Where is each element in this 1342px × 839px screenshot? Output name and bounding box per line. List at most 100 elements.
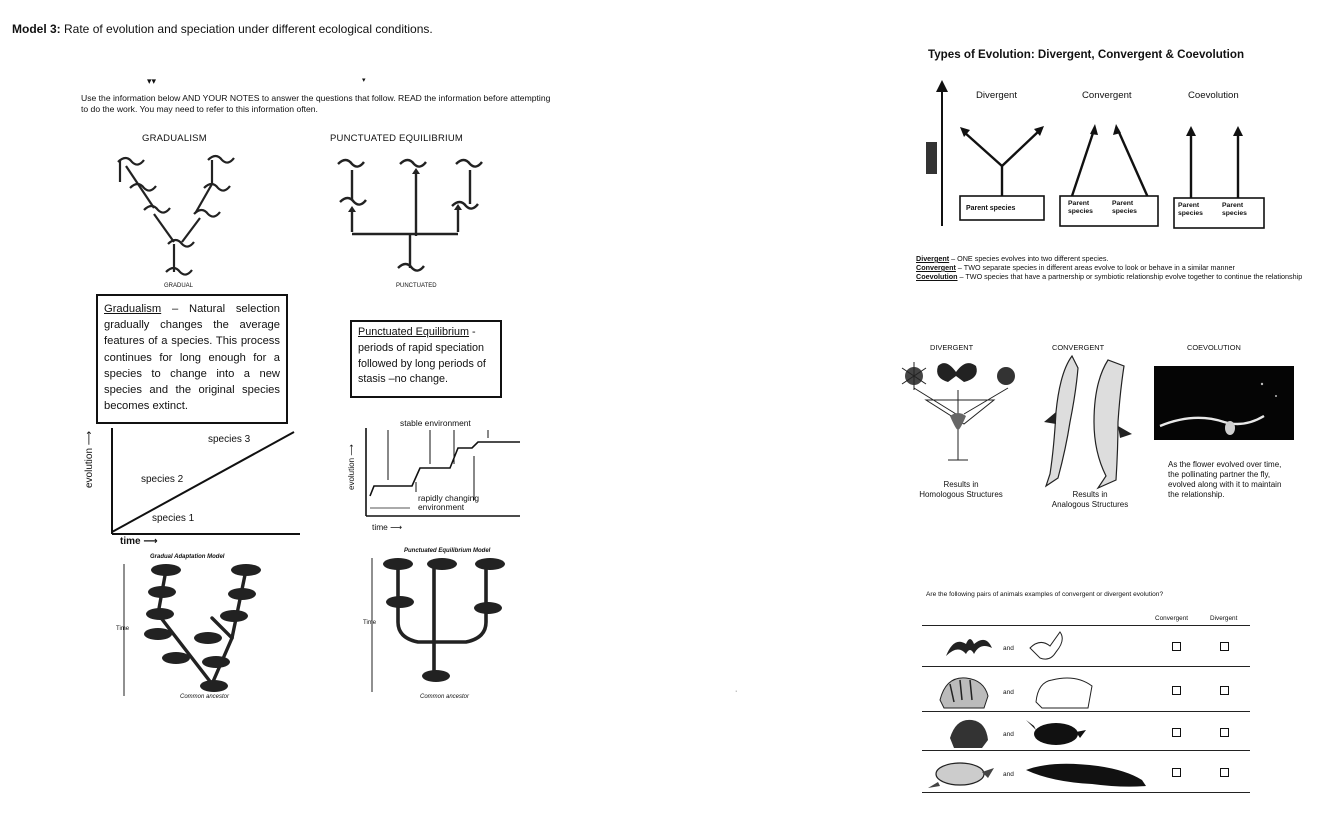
tiger-image bbox=[936, 670, 992, 710]
divergent-parent-species: Parent species bbox=[966, 205, 1015, 212]
pic-divergent-heading: DIVERGENT bbox=[930, 343, 973, 352]
left-graph-xlabel-text: time bbox=[120, 536, 141, 547]
gradual-butterfly-tree bbox=[122, 558, 282, 698]
rapidly-changing-label: rapidly changingenvironment bbox=[418, 494, 479, 512]
divergent-term: Divergent bbox=[916, 254, 949, 263]
punctuated-heading: PUNCTUATED EQUILIBRIUM bbox=[330, 133, 463, 144]
parent-word: Parent bbox=[1222, 202, 1247, 210]
row1-divergent-checkbox[interactable] bbox=[1220, 642, 1229, 651]
bat-image bbox=[944, 630, 994, 662]
punctuated-definition-box: Punctuated Equilibrium - periods of rapi… bbox=[350, 320, 502, 398]
analogous-line2: Analogous Structures bbox=[1040, 500, 1140, 510]
coevolution-caption: As the flower evolved over time, the pol… bbox=[1168, 460, 1294, 500]
turtle-image bbox=[926, 756, 996, 790]
col-divergent-header: Divergent bbox=[1210, 615, 1237, 622]
gradual-common-ancestor: Common ancestor bbox=[180, 694, 229, 700]
col-convergent-header: Convergent bbox=[1155, 615, 1188, 622]
sea-turtle-image bbox=[1024, 718, 1088, 748]
model-prefix: Model 3: bbox=[12, 22, 61, 36]
divergent-definition: Divergent – ONE species evolves into two… bbox=[916, 254, 1316, 263]
model-title: Model 3: Rate of evolution and speciatio… bbox=[12, 22, 433, 36]
gradualism-tree-figure bbox=[108, 148, 278, 286]
gradualism-graph bbox=[100, 428, 300, 540]
gradual-time-label: Time bbox=[116, 626, 129, 632]
stray-mark: ▾▾ bbox=[147, 76, 156, 87]
table-rule bbox=[922, 750, 1250, 751]
table-rule bbox=[922, 792, 1250, 793]
species-word: species bbox=[1178, 210, 1203, 218]
flower-fly-image bbox=[1154, 366, 1294, 440]
convergent-def-text: – TWO separate species in different area… bbox=[956, 263, 1235, 272]
row3-divergent-checkbox[interactable] bbox=[1220, 728, 1229, 737]
row3-convergent-checkbox[interactable] bbox=[1172, 728, 1181, 737]
species-word: species bbox=[1068, 208, 1093, 216]
parent-word: Parent bbox=[1112, 200, 1137, 208]
coevolution-term: Coevolution bbox=[916, 272, 958, 281]
left-graph-ylabel: evolution ⟶ bbox=[84, 431, 95, 488]
leopard-image bbox=[1032, 668, 1098, 710]
pairs-question: Are the following pairs of animals examp… bbox=[926, 591, 1163, 598]
instructions: Use the information below AND YOUR NOTES… bbox=[81, 93, 551, 115]
convergent-shark-dolphin-illustration bbox=[1036, 352, 1146, 492]
punctuated-common-ancestor: Common ancestor bbox=[420, 694, 469, 700]
table-rule bbox=[922, 666, 1250, 667]
right-graph-xlabel: time ⟶ bbox=[372, 522, 402, 532]
pic-convergent-heading: CONVERGENT bbox=[1052, 343, 1104, 352]
row2-divergent-checkbox[interactable] bbox=[1220, 686, 1229, 695]
right-graph-ylabel: evolution ⟶ bbox=[347, 444, 356, 490]
right-graph-ylabel-text: evolution bbox=[347, 458, 356, 490]
punctuated-tree-label: PUNCTUATED bbox=[396, 283, 437, 289]
parent-word: Parent bbox=[1178, 202, 1203, 210]
and-label: and bbox=[1003, 731, 1014, 738]
row4-divergent-checkbox[interactable] bbox=[1220, 768, 1229, 777]
punctuated-butterfly-tree bbox=[370, 552, 530, 698]
and-label: and bbox=[1003, 645, 1014, 652]
divergent-insects-illustration bbox=[898, 360, 1028, 464]
convergent-term: Convergent bbox=[916, 263, 956, 272]
row1-convergent-checkbox[interactable] bbox=[1172, 642, 1181, 651]
pic-coevolution-heading: COEVOLUTION bbox=[1187, 343, 1241, 352]
gradualism-heading: GRADUALISM bbox=[142, 133, 207, 144]
stable-environment-label: stable environment bbox=[400, 418, 471, 428]
species-3-label: species 3 bbox=[208, 434, 250, 445]
and-label: and bbox=[1003, 689, 1014, 696]
species-word: species bbox=[1112, 208, 1137, 216]
parent-word: Parent bbox=[1068, 200, 1093, 208]
row4-convergent-checkbox[interactable] bbox=[1172, 768, 1181, 777]
convergent-definition: Convergent – TWO separate species in dif… bbox=[916, 263, 1316, 272]
coevolution-definition: Coevolution – TWO species that have a pa… bbox=[916, 272, 1316, 281]
gradualism-term: Gradualism bbox=[104, 303, 161, 315]
punctuated-tree-figure bbox=[330, 150, 500, 286]
row2-convergent-checkbox[interactable] bbox=[1172, 686, 1181, 695]
homologous-line2: Homologous Structures bbox=[906, 490, 1016, 500]
species-2-label: species 2 bbox=[141, 474, 183, 485]
rapidly-changing-line2: environment bbox=[418, 503, 479, 512]
coevolution-label: Coevolution bbox=[1188, 90, 1239, 101]
homologous-line1: Results in bbox=[906, 480, 1016, 490]
evolution-definitions: Divergent – ONE species evolves into two… bbox=[916, 254, 1316, 281]
convergent-label: Convergent bbox=[1082, 90, 1132, 101]
coevolution-def-text: – TWO species that have a partnership or… bbox=[958, 272, 1303, 281]
tortoise-image bbox=[946, 714, 992, 750]
punctuated-term: Punctuated Equilibrium bbox=[358, 326, 469, 338]
species-word: species bbox=[1222, 210, 1247, 218]
gradualism-definition-box: Gradualism – Natural selection gradually… bbox=[96, 294, 288, 424]
left-graph-xlabel: time ⟶ bbox=[120, 536, 158, 547]
stray-mark-2: ▾ bbox=[362, 76, 366, 84]
punctuated-time-label: Time bbox=[363, 620, 376, 626]
and-label: and bbox=[1003, 771, 1014, 778]
table-rule bbox=[922, 711, 1250, 712]
bird-image bbox=[1026, 628, 1070, 664]
coevolution-photo bbox=[1154, 366, 1294, 440]
whale-image bbox=[1022, 756, 1148, 790]
table-rule bbox=[922, 625, 1250, 626]
gradual-tree-label: GRADUAL bbox=[164, 283, 193, 289]
divergent-def-text: – ONE species evolves into two different… bbox=[949, 254, 1108, 263]
types-of-evolution-title: Types of Evolution: Divergent, Convergen… bbox=[928, 48, 1244, 61]
